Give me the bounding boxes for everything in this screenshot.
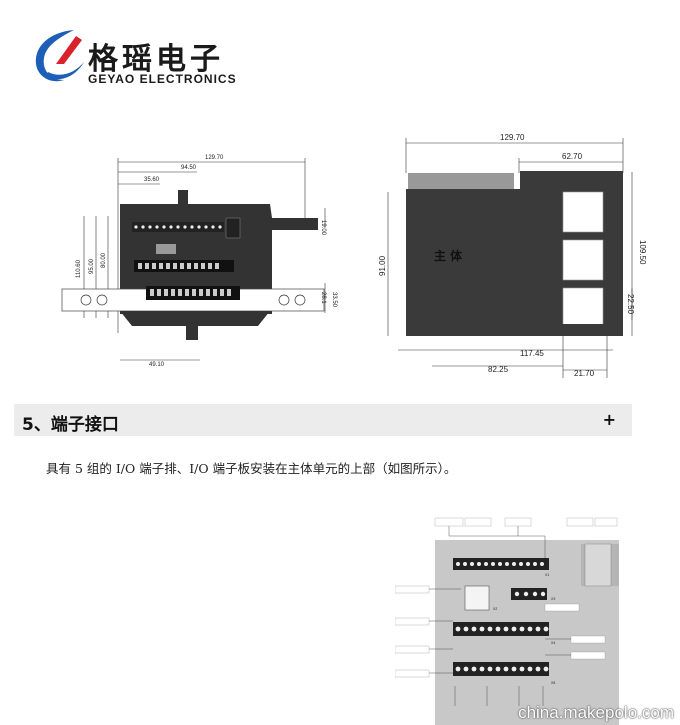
right-drawing-lines (387, 138, 633, 378)
right-dim-6: 82.25 (488, 365, 509, 374)
expand-plus-icon[interactable]: + (602, 410, 616, 429)
terminal-label-x3: X3 (551, 597, 555, 601)
left-dim-height: 110.60 (76, 259, 82, 278)
right-dim-5: 117.45 (520, 349, 544, 358)
main-unit-label: 主 体 (434, 248, 463, 263)
terminal-label-x4: X4 (551, 641, 555, 645)
left-board-body (120, 190, 318, 314)
left-dim-2: 35.60 (144, 177, 160, 183)
terminal-label-x1: X1 (545, 573, 549, 577)
dimension-drawings: 129.70 94.50 35.60 19.00 110.60 95.00 80… (61, 133, 647, 378)
left-dim-9: 49.10 (149, 362, 165, 368)
io-terminal-diagram: X1 X2 X3 X4 X5 (395, 517, 619, 725)
company-logo (30, 26, 250, 90)
right-dim-1: 62.70 (562, 152, 583, 161)
left-dim-5: 95.00 (89, 258, 95, 274)
left-dim-width: 129.70 (205, 155, 224, 161)
right-dim-7: 21.70 (574, 369, 595, 378)
left-dim-7: 28.1 (320, 292, 326, 304)
left-dim-3: 19.00 (320, 220, 326, 236)
brand-name-en: GEYAO ELECTRONICS (88, 72, 237, 86)
section-title: 5、端子接口 (22, 415, 119, 435)
top-connector (408, 173, 514, 189)
section-header-terminal-interface[interactable]: 5、端子接口 + (14, 404, 632, 436)
right-dim-width: 129.70 (500, 133, 525, 142)
right-dim-3: 109.50 (638, 240, 647, 265)
brand-name-cn: 格瑶电子 (88, 42, 224, 77)
left-dim-8: 33.50 (331, 292, 337, 308)
logo-swoosh-icon (35, 30, 84, 82)
section-description: 具有 5 组的 I/O 端子排、I/O 端子板安装在主体单元的上部（如图所示）。 (46, 461, 457, 476)
right-dim-height: 91.00 (378, 255, 387, 276)
left-dim-1: 94.50 (181, 165, 197, 171)
right-dim-4: 22.50 (626, 294, 635, 315)
watermark: china.makepolo.com (518, 703, 674, 722)
left-dim-6: 80.00 (101, 252, 107, 268)
terminal-label-x2: X2 (493, 607, 497, 611)
terminal-label-x5: X5 (551, 681, 555, 685)
